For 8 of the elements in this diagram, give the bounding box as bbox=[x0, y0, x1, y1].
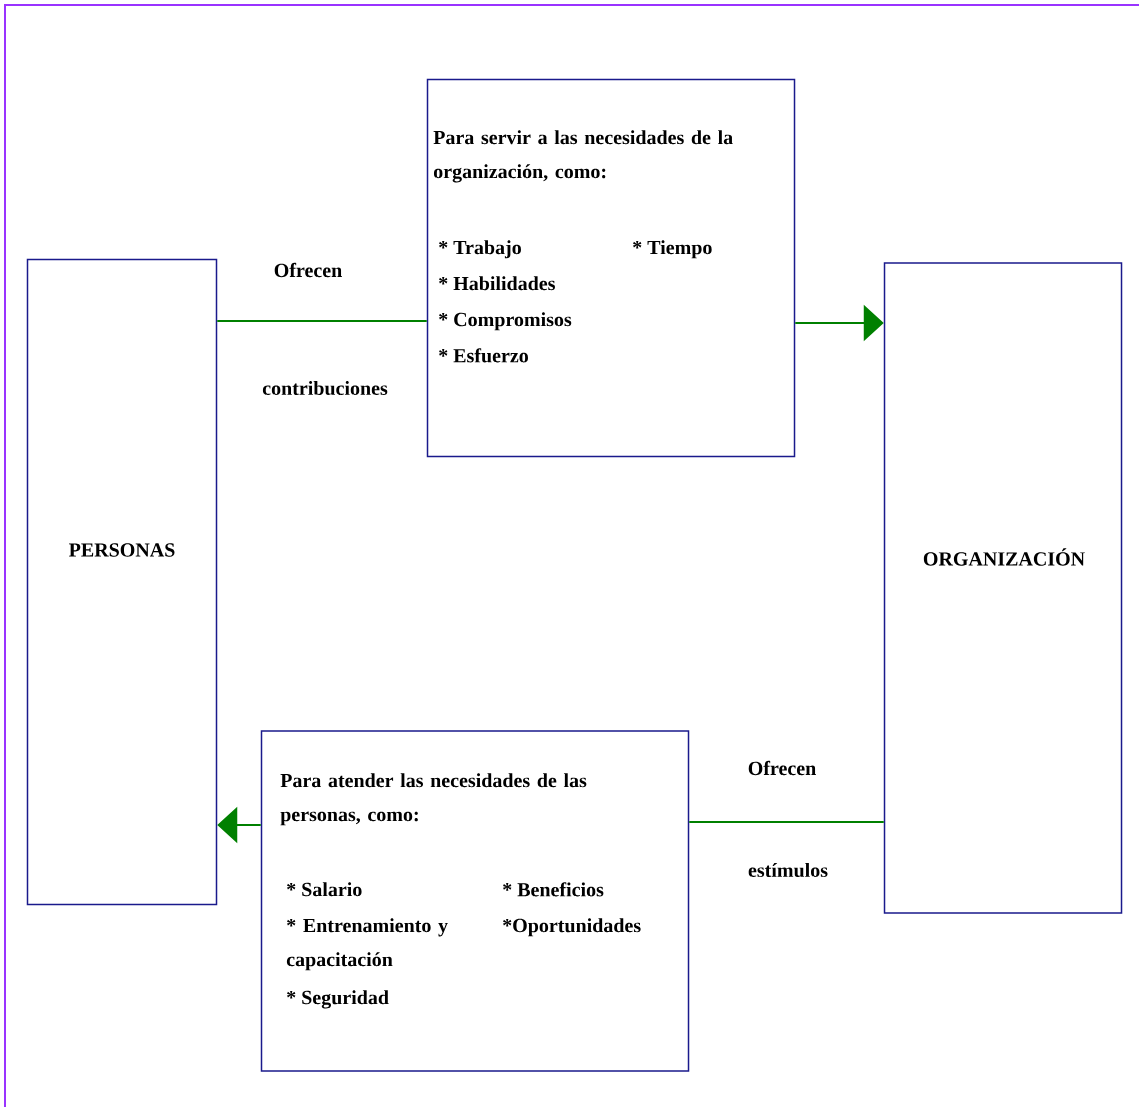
process-box: PERSONAS bbox=[26, 258, 218, 906]
process-box: Para servir a las necesidades de la organización, como: * Trabajo * Habilidades * Compromisos * Esfuerzo * Tiempo bbox=[426, 78, 796, 458]
line-caption: estímulos bbox=[748, 862, 828, 878]
edge-label: Ofrecen bbox=[748, 760, 816, 776]
edge-label: Ofrecen bbox=[274, 262, 342, 278]
process-box: Para atender las necesidades de las personas, como: * Salario * Entrenamiento y capacitación * Seguridad * Beneficios *Oportunidades bbox=[260, 730, 690, 1072]
process-box: ORGANIZACIÓN bbox=[883, 262, 1123, 914]
line-caption: contribuciones bbox=[262, 380, 388, 396]
